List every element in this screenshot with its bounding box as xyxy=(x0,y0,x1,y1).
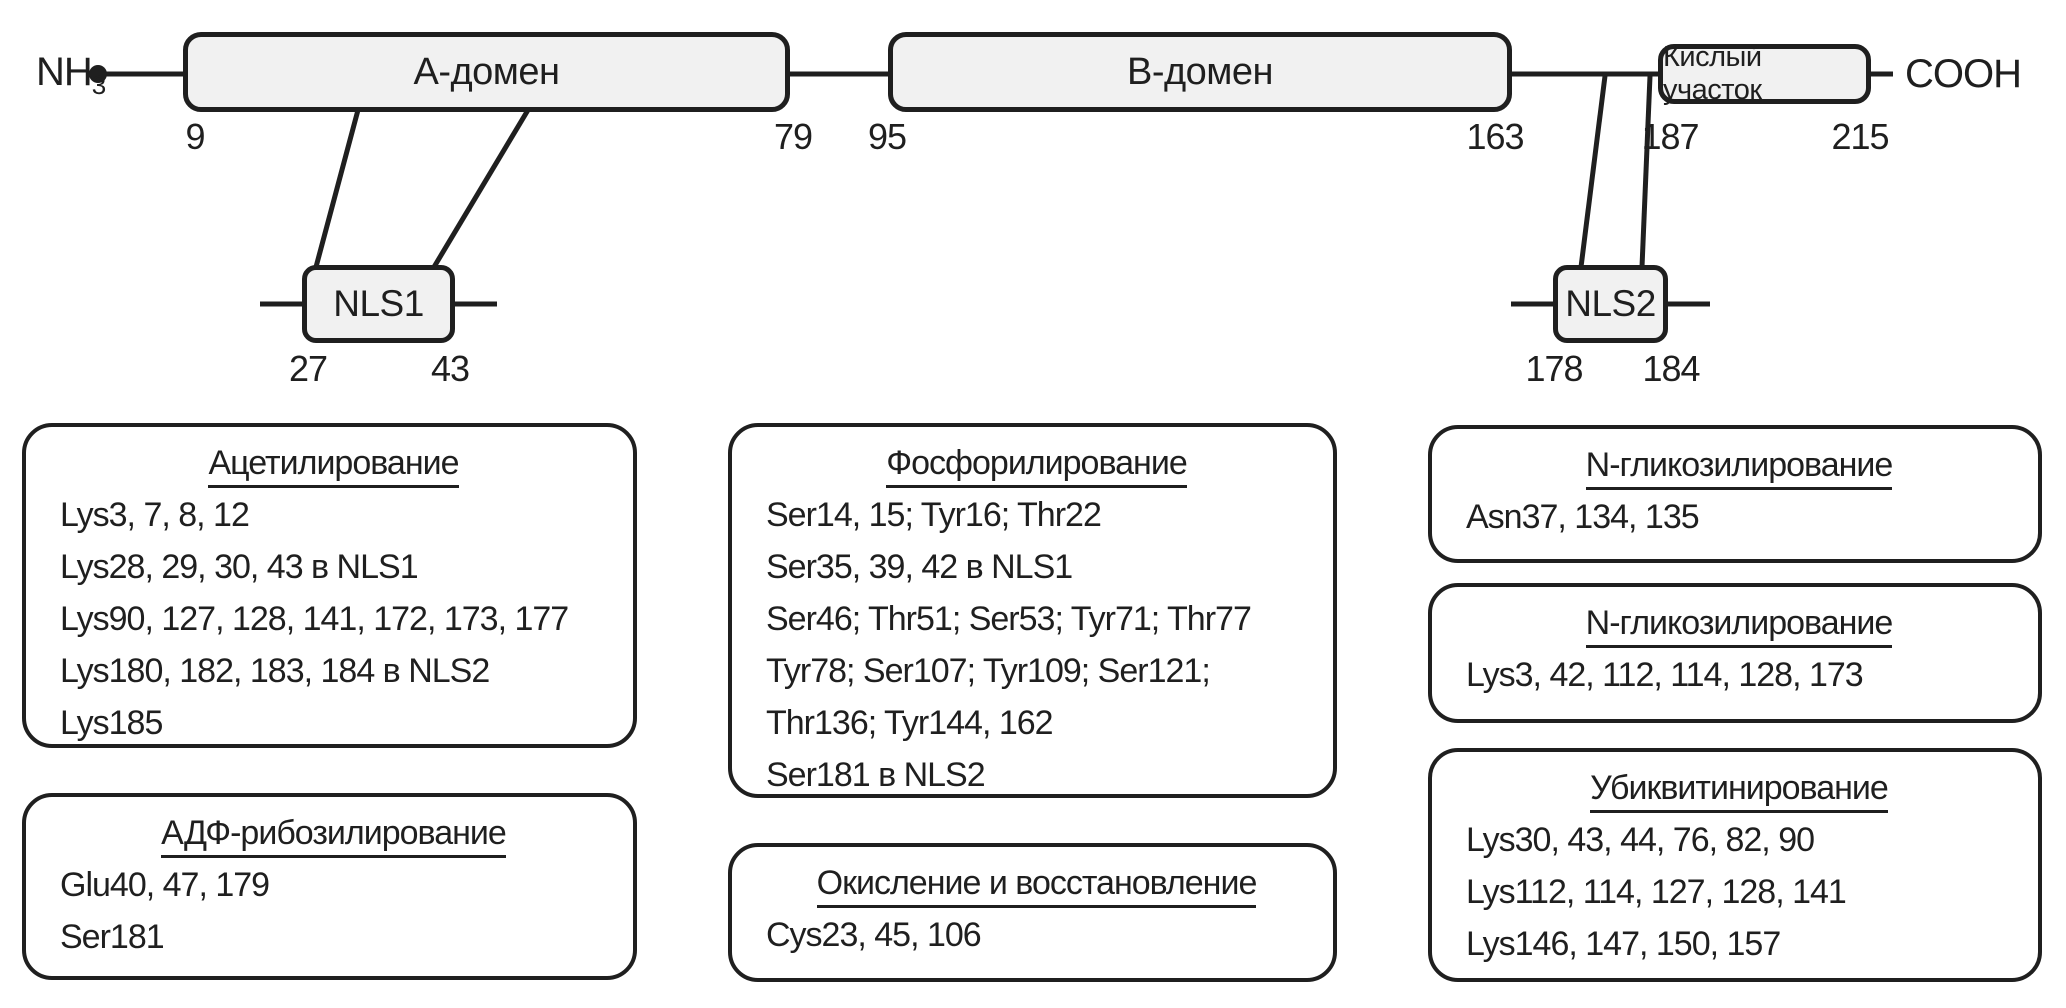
residue-line: Ser14, 15; Tyr16; Thr22 xyxy=(766,496,1102,534)
backbone-and-connector-lines xyxy=(89,65,1893,307)
residue-line: Thr136; Tyr144, 162 xyxy=(766,704,1054,742)
residue-line: Tyr78; Ser107; Tyr109; Ser121; xyxy=(766,652,1211,690)
residue-line: Lys112, 114, 127, 128, 141 xyxy=(1466,873,1847,911)
box-title: Ацетилирование xyxy=(60,437,607,489)
modification-box-n-glycosylation-2: N-гликозилирование Lys3, 42, 112, 114, 1… xyxy=(1428,583,2042,723)
modification-box-n-glycosylation-1: N-гликозилирование Asn37, 134, 135 xyxy=(1428,425,2042,563)
residue-line: Ser181 в NLS2 xyxy=(766,756,986,794)
residue-line: Lys3, 42, 112, 114, 128, 173 xyxy=(1466,656,1864,694)
c-terminus-label: COOH xyxy=(1905,52,2022,96)
nls1-box: NLS1 xyxy=(302,265,455,343)
box-title: N-гликозилирование xyxy=(1466,439,2012,491)
domain-a-label: А-домен xyxy=(413,50,560,93)
modification-box-phosphorylation: Фосфорилирование Ser14, 15; Tyr16; Thr22… xyxy=(728,423,1337,798)
residue-line: Lys146, 147, 150, 157 xyxy=(1466,925,1781,963)
acidic-region-box: Кислый участок xyxy=(1658,41,1871,106)
n-terminus-dot xyxy=(89,65,107,83)
acidic-region-start-label: 187 xyxy=(1641,116,1699,157)
domain-a-end-label: 79 xyxy=(773,116,813,157)
nls1-end-label: 43 xyxy=(430,348,470,389)
domain-b-label: В-домен xyxy=(1126,50,1274,93)
modification-box-acetylation: Ацетилирование Lys3, 7, 8, 12 Lys28, 29,… xyxy=(22,423,637,748)
domain-b-end-label: 163 xyxy=(1466,116,1524,157)
modification-box-ubiquitination: Убиквитинирование Lys30, 43, 44, 76, 82,… xyxy=(1428,748,2042,982)
domain-b-start-label: 95 xyxy=(867,116,907,157)
n-terminus-label: NH3 xyxy=(36,50,106,98)
nls1-start-label: 27 xyxy=(288,348,328,389)
box-title: Окисление и восстановление xyxy=(766,857,1307,909)
residue-line: Lys3, 7, 8, 12 xyxy=(60,496,250,534)
residue-line: Ser35, 39, 42 в NLS1 xyxy=(766,548,1073,586)
residue-line: Asn37, 134, 135 xyxy=(1466,498,1700,536)
n-terminus-subscript: 3 xyxy=(91,70,107,100)
modification-box-oxidation-reduction: Окисление и восстановление Cys23, 45, 10… xyxy=(728,843,1337,982)
n-terminus-text: NH xyxy=(36,50,93,94)
residue-line: Cys23, 45, 106 xyxy=(766,916,982,954)
nls2-box: NLS2 xyxy=(1553,265,1668,343)
residue-line: Lys90, 127, 128, 141, 172, 173, 177 xyxy=(60,600,569,638)
nls2-label: NLS2 xyxy=(1565,283,1656,324)
nls1-label: NLS1 xyxy=(333,283,424,324)
residue-line: Ser181 xyxy=(60,918,165,956)
nls2-end-label: 184 xyxy=(1642,348,1700,389)
box-title: АДФ-рибозилирование xyxy=(60,807,607,859)
nls2-start-label: 178 xyxy=(1525,348,1583,389)
modification-box-adp-ribosylation: АДФ-рибозилирование Glu40, 47, 179 Ser18… xyxy=(22,793,637,980)
residue-line: Lys180, 182, 183, 184 в NLS2 xyxy=(60,652,490,690)
domain-b-box: В-домен xyxy=(888,32,1512,112)
box-title: Фосфорилирование xyxy=(766,437,1307,489)
residue-line: Ser46; Thr51; Ser53; Tyr71; Thr77 xyxy=(766,600,1252,638)
residue-line: Lys185 xyxy=(60,704,163,742)
box-title: N-гликозилирование xyxy=(1466,597,2012,649)
residue-line: Glu40, 47, 179 xyxy=(60,866,270,904)
domain-a-box: А-домен xyxy=(183,32,790,112)
acidic-region-end-label: 215 xyxy=(1831,116,1889,157)
residue-line: Lys28, 29, 30, 43 в NLS1 xyxy=(60,548,419,586)
box-title: Убиквитинирование xyxy=(1466,762,2012,814)
acidic-region-label: Кислый участок xyxy=(1663,41,1762,106)
residue-line: Lys30, 43, 44, 76, 82, 90 xyxy=(1466,821,1815,859)
domain-a-start-label: 9 xyxy=(185,116,205,157)
